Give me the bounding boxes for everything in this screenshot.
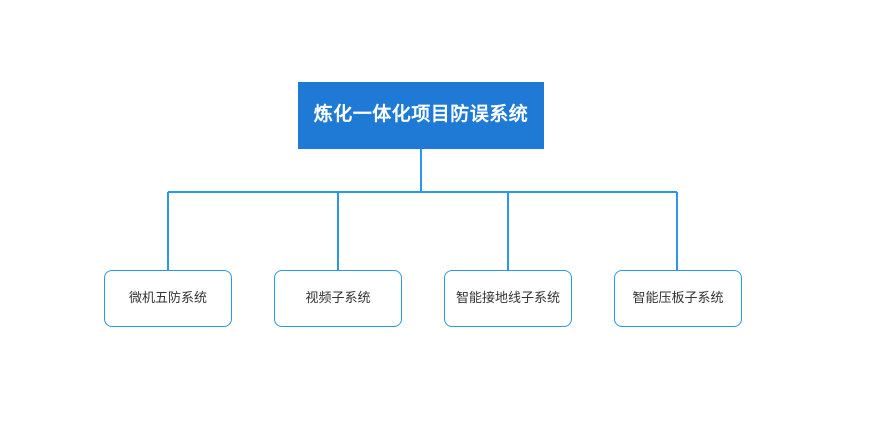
child-node-1[interactable]: 微机五防系统 [104,270,232,327]
child-node-3-label: 智能接地线子系统 [455,290,560,306]
child-node-3[interactable]: 智能接地线子系统 [444,270,572,327]
child-node-4[interactable]: 智能压板子系统 [614,270,742,327]
child-node-1-label: 微机五防系统 [128,290,207,306]
child-node-4-label: 智能压板子系统 [632,290,724,306]
root-node[interactable]: 炼化一体化项目防误系统 [298,82,544,149]
root-node-label: 炼化一体化项目防误系统 [313,104,529,126]
child-node-2[interactable]: 视频子系统 [274,270,402,327]
child-node-2-label: 视频子系统 [305,290,371,306]
